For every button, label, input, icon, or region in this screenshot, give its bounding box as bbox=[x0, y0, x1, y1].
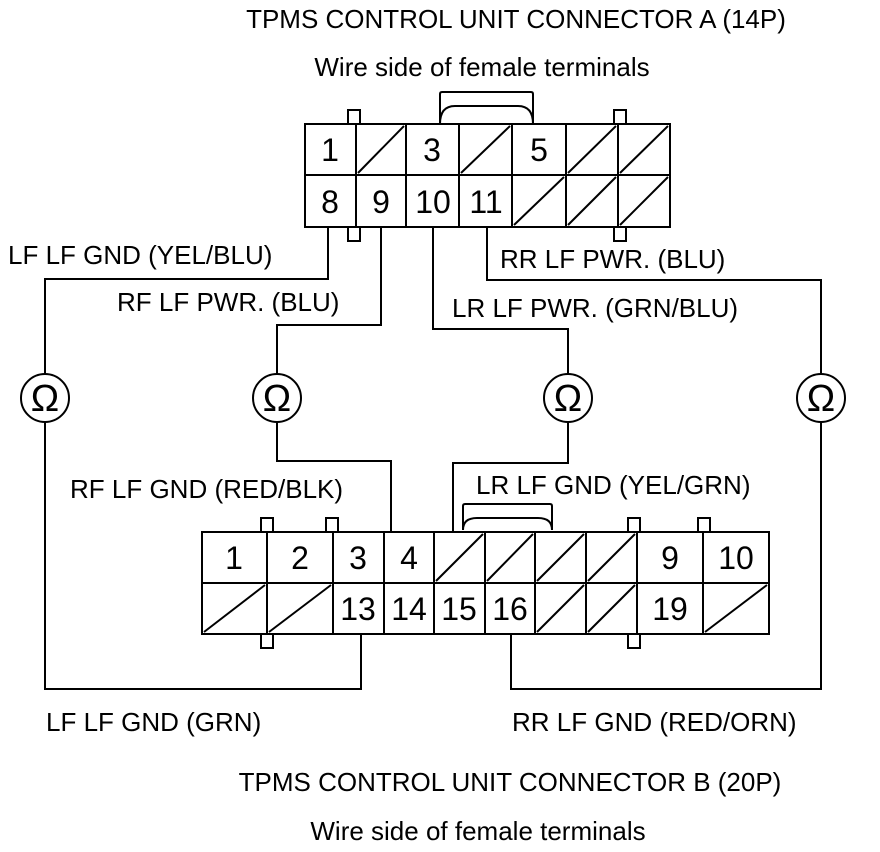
ohmmeter-rr bbox=[796, 373, 846, 423]
connector-b-tab bbox=[697, 517, 711, 533]
pin-label: 10 bbox=[415, 184, 451, 220]
pin-label: 9 bbox=[372, 184, 390, 220]
connector-a-tab bbox=[347, 226, 361, 242]
ohm-symbol: Ω bbox=[807, 378, 835, 420]
pin-label: 14 bbox=[391, 591, 427, 627]
pin-label: 3 bbox=[349, 540, 367, 576]
wire-label-rf-gnd: RF LF GND (RED/BLK) bbox=[70, 474, 343, 504]
connector-a-empty-cavity bbox=[513, 176, 565, 226]
wire-lr bbox=[432, 227, 569, 374]
wire-rr bbox=[486, 227, 822, 374]
connector-b-empty-cavity bbox=[203, 584, 266, 633]
pin-label: 4 bbox=[400, 540, 418, 576]
wire-label-lr-gnd: LR LF GND (YEL/GRN) bbox=[476, 470, 751, 500]
pin-label: 19 bbox=[652, 591, 688, 627]
ohm-symbol: Ω bbox=[31, 378, 59, 420]
wire-rf bbox=[276, 422, 392, 532]
wire-label-lr-pwr: LR LF PWR. (GRN/BLU) bbox=[452, 293, 738, 323]
connector-a-empty-cavity bbox=[460, 125, 511, 174]
ohm-symbol: Ω bbox=[554, 378, 582, 420]
connector-a-empty-cavity bbox=[619, 176, 669, 226]
connector-a-tab bbox=[613, 109, 627, 125]
pin-label: 15 bbox=[441, 591, 477, 627]
connector-b-tab bbox=[627, 517, 641, 533]
connector-b-tab bbox=[627, 633, 641, 649]
pin-label: 13 bbox=[340, 591, 376, 627]
wire-label-rf-pwr: RF LF PWR. (BLU) bbox=[117, 287, 339, 317]
connector-b-latch bbox=[462, 503, 553, 531]
wire-label-lf-gnd-a: LF LF GND (YEL/BLU) bbox=[8, 240, 272, 270]
ohmmeter-lf bbox=[20, 373, 70, 423]
connector-b-title: TPMS CONTROL UNIT CONNECTOR B (20P) bbox=[239, 767, 782, 797]
wire-rf bbox=[276, 227, 382, 374]
ohmmeter-rf bbox=[252, 373, 302, 423]
connector-b-tab bbox=[260, 633, 274, 649]
ohmmeter-lr bbox=[543, 373, 593, 423]
wire-label-rr-pwr: RR LF PWR. (BLU) bbox=[500, 244, 725, 274]
connector-b-empty-cavity bbox=[486, 533, 534, 582]
connector-b-empty-cavity bbox=[587, 584, 636, 633]
connector-b-empty-cavity bbox=[536, 584, 585, 633]
wire-lr bbox=[452, 422, 569, 532]
connector-b-empty-cavity bbox=[536, 533, 585, 582]
connector-b-subtitle: Wire side of female terminals bbox=[310, 816, 645, 846]
wire-label-rr-gnd: RR LF GND (RED/ORN) bbox=[512, 707, 797, 737]
pin-label: 3 bbox=[423, 132, 441, 168]
connector-b-tab bbox=[260, 517, 274, 533]
pin-label: 8 bbox=[321, 184, 339, 220]
wire-rr bbox=[510, 422, 822, 690]
pin-label: 9 bbox=[661, 540, 679, 576]
pin-label: 2 bbox=[291, 540, 309, 576]
connector-a-empty-cavity bbox=[567, 176, 617, 226]
pin-label: 16 bbox=[492, 591, 528, 627]
pin-label: 5 bbox=[530, 132, 548, 168]
connector-a-subtitle: Wire side of female terminals bbox=[314, 52, 649, 82]
pin-label: 1 bbox=[321, 132, 339, 168]
connector-a-title: TPMS CONTROL UNIT CONNECTOR A (14P) bbox=[246, 4, 786, 34]
pin-label: 10 bbox=[718, 540, 754, 576]
ohm-symbol: Ω bbox=[263, 378, 291, 420]
connector-a-latch bbox=[439, 91, 534, 125]
connector-a-empty-cavity bbox=[567, 125, 617, 174]
connector-b-empty-cavity bbox=[435, 533, 484, 582]
connector-b-tab bbox=[325, 517, 339, 533]
connector-b-empty-cavity bbox=[268, 584, 332, 633]
connector-a-tab bbox=[613, 226, 627, 242]
wire-lf bbox=[44, 227, 329, 374]
connector-b-empty-cavity bbox=[587, 533, 636, 582]
connector-a-empty-cavity bbox=[619, 125, 669, 174]
pin-label: 11 bbox=[469, 184, 502, 220]
pin-label: 1 bbox=[225, 540, 243, 576]
wire-label-lf-gnd-b: LF LF GND (GRN) bbox=[46, 707, 261, 737]
wire-lf bbox=[44, 422, 362, 690]
connector-a-tab bbox=[347, 109, 361, 125]
connector-a-empty-cavity bbox=[357, 125, 405, 174]
connector-b-empty-cavity bbox=[704, 584, 768, 633]
